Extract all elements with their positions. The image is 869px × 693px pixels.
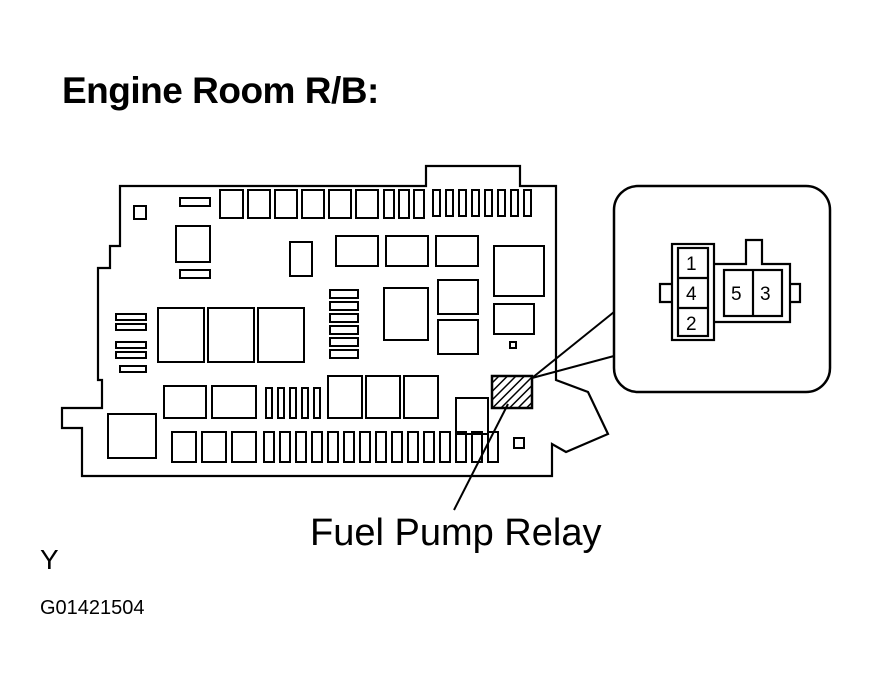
- label-leader-line: [453, 403, 509, 511]
- connector-inset-box: [612, 184, 832, 394]
- pin-4: 4: [686, 284, 697, 305]
- pin-2: 2: [686, 314, 697, 335]
- figure-id: G01421504: [40, 597, 145, 619]
- footer-code: Y: [40, 544, 59, 575]
- inset-leader-line-bottom: [531, 355, 615, 379]
- pin-5: 5: [731, 284, 742, 305]
- inset-leader-line-top: [531, 311, 615, 379]
- pin-1: 1: [686, 254, 697, 275]
- fuel-pump-relay-highlight: [490, 374, 534, 410]
- diagram-title: Engine Room R/B:: [62, 70, 379, 111]
- fuel-pump-relay-label: Fuel Pump Relay: [310, 512, 602, 554]
- relay-connector: [658, 238, 802, 342]
- pin-3: 3: [760, 284, 771, 305]
